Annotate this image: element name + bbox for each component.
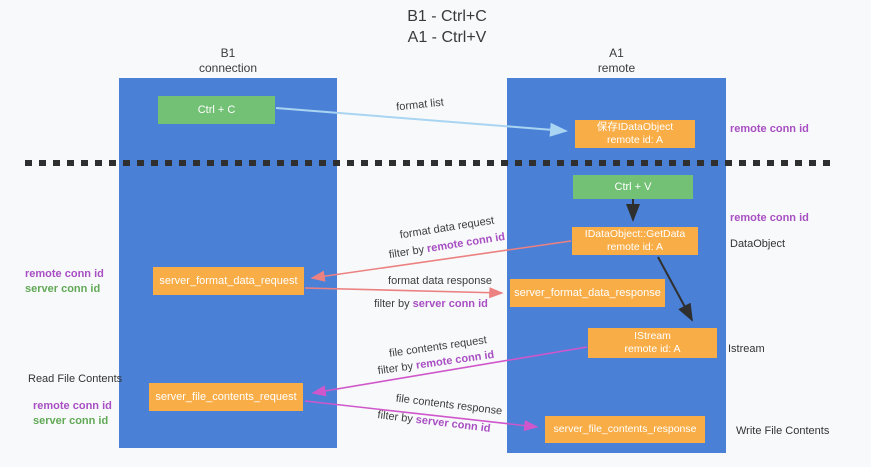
lane-a1-title: A1: [609, 46, 624, 60]
idataobject-getdata-node: IDataObject::GetData remote id: A: [572, 227, 698, 255]
ctrl-c-label: Ctrl + C: [197, 103, 236, 116]
file-contents-response-arrow: [304, 400, 539, 432]
title-line-1: B1 - Ctrl+C: [407, 8, 487, 25]
istream-line1: IStream: [634, 330, 671, 342]
remote-conn-id-left-bottom: remote conn id: [33, 400, 112, 412]
format-data-response-arrow: [304, 287, 504, 299]
istream-node: IStream remote id: A: [588, 328, 717, 358]
server-format-data-response-node: server_format_data_response: [510, 279, 665, 307]
file-contents-request-arrow: [311, 346, 588, 397]
save-idataobject-line2: remote id: A: [606, 134, 664, 146]
server-file-contents-request-node: server_file_contents_request: [149, 383, 303, 411]
server-conn-id-left-bottom: server conn id: [33, 415, 109, 427]
server-file-contents-response-node: server_file_contents_response: [545, 416, 705, 443]
server-file-contents-response-label: server_file_contents_response: [553, 423, 697, 435]
server-format-data-response-label: server_format_data_response: [514, 286, 661, 299]
getdata-line1: IDataObject::GetData: [584, 228, 686, 240]
ctrl-c-node: Ctrl + C: [158, 96, 275, 124]
title-line-2: A1 - Ctrl+V: [407, 29, 487, 46]
istream-side-label: Istream: [728, 343, 765, 355]
format-data-request-arrow: [310, 240, 572, 282]
ctrl-v-label: Ctrl + V: [614, 180, 652, 193]
diagram-title: B1 - Ctrl+C A1 - Ctrl+V: [347, 6, 547, 48]
save-idataobject-node: 保存IDataObject remote id: A: [575, 120, 695, 148]
read-file-contents-label: Read File Contents: [28, 373, 123, 385]
dataobject-label: DataObject: [730, 238, 786, 250]
istream-line2: remote id: A: [624, 343, 681, 355]
server-format-data-request-node: server_format_data_request: [153, 267, 304, 295]
lane-a1-subtitle: remote: [597, 61, 636, 75]
format-data-response-label: format data response: [388, 275, 492, 287]
lane-header-a1: A1 remote: [507, 46, 726, 76]
server-conn-id-left-top: server conn id: [25, 283, 101, 295]
remote-conn-id-left-top: remote conn id: [25, 268, 104, 280]
getdata-to-istream-arrow: [657, 256, 693, 322]
format-list-arrow: [275, 107, 568, 137]
lane-b1-subtitle: connection: [198, 61, 258, 75]
remote-conn-id-right-mid: remote conn id: [730, 212, 809, 224]
getdata-line2: remote id: A: [606, 241, 664, 253]
server-format-data-request-label: server_format_data_request: [159, 274, 298, 287]
remote-conn-id-right-top: remote conn id: [730, 123, 809, 135]
lane-b1-title: B1: [220, 46, 236, 60]
filter-by-text-2: filter by: [374, 298, 410, 310]
server-file-contents-request-label: server_file_contents_request: [155, 390, 297, 403]
write-file-contents-label: Write File Contents: [736, 425, 830, 437]
save-idataobject-line1: 保存IDataObject: [596, 121, 674, 133]
lane-header-b1: B1 connection: [119, 46, 337, 76]
server-conn-id-filter-2: server conn id: [412, 298, 488, 310]
ctrl-v-node: Ctrl + V: [573, 175, 693, 199]
format-data-response-filter-label: filter by server conn id: [351, 298, 511, 310]
